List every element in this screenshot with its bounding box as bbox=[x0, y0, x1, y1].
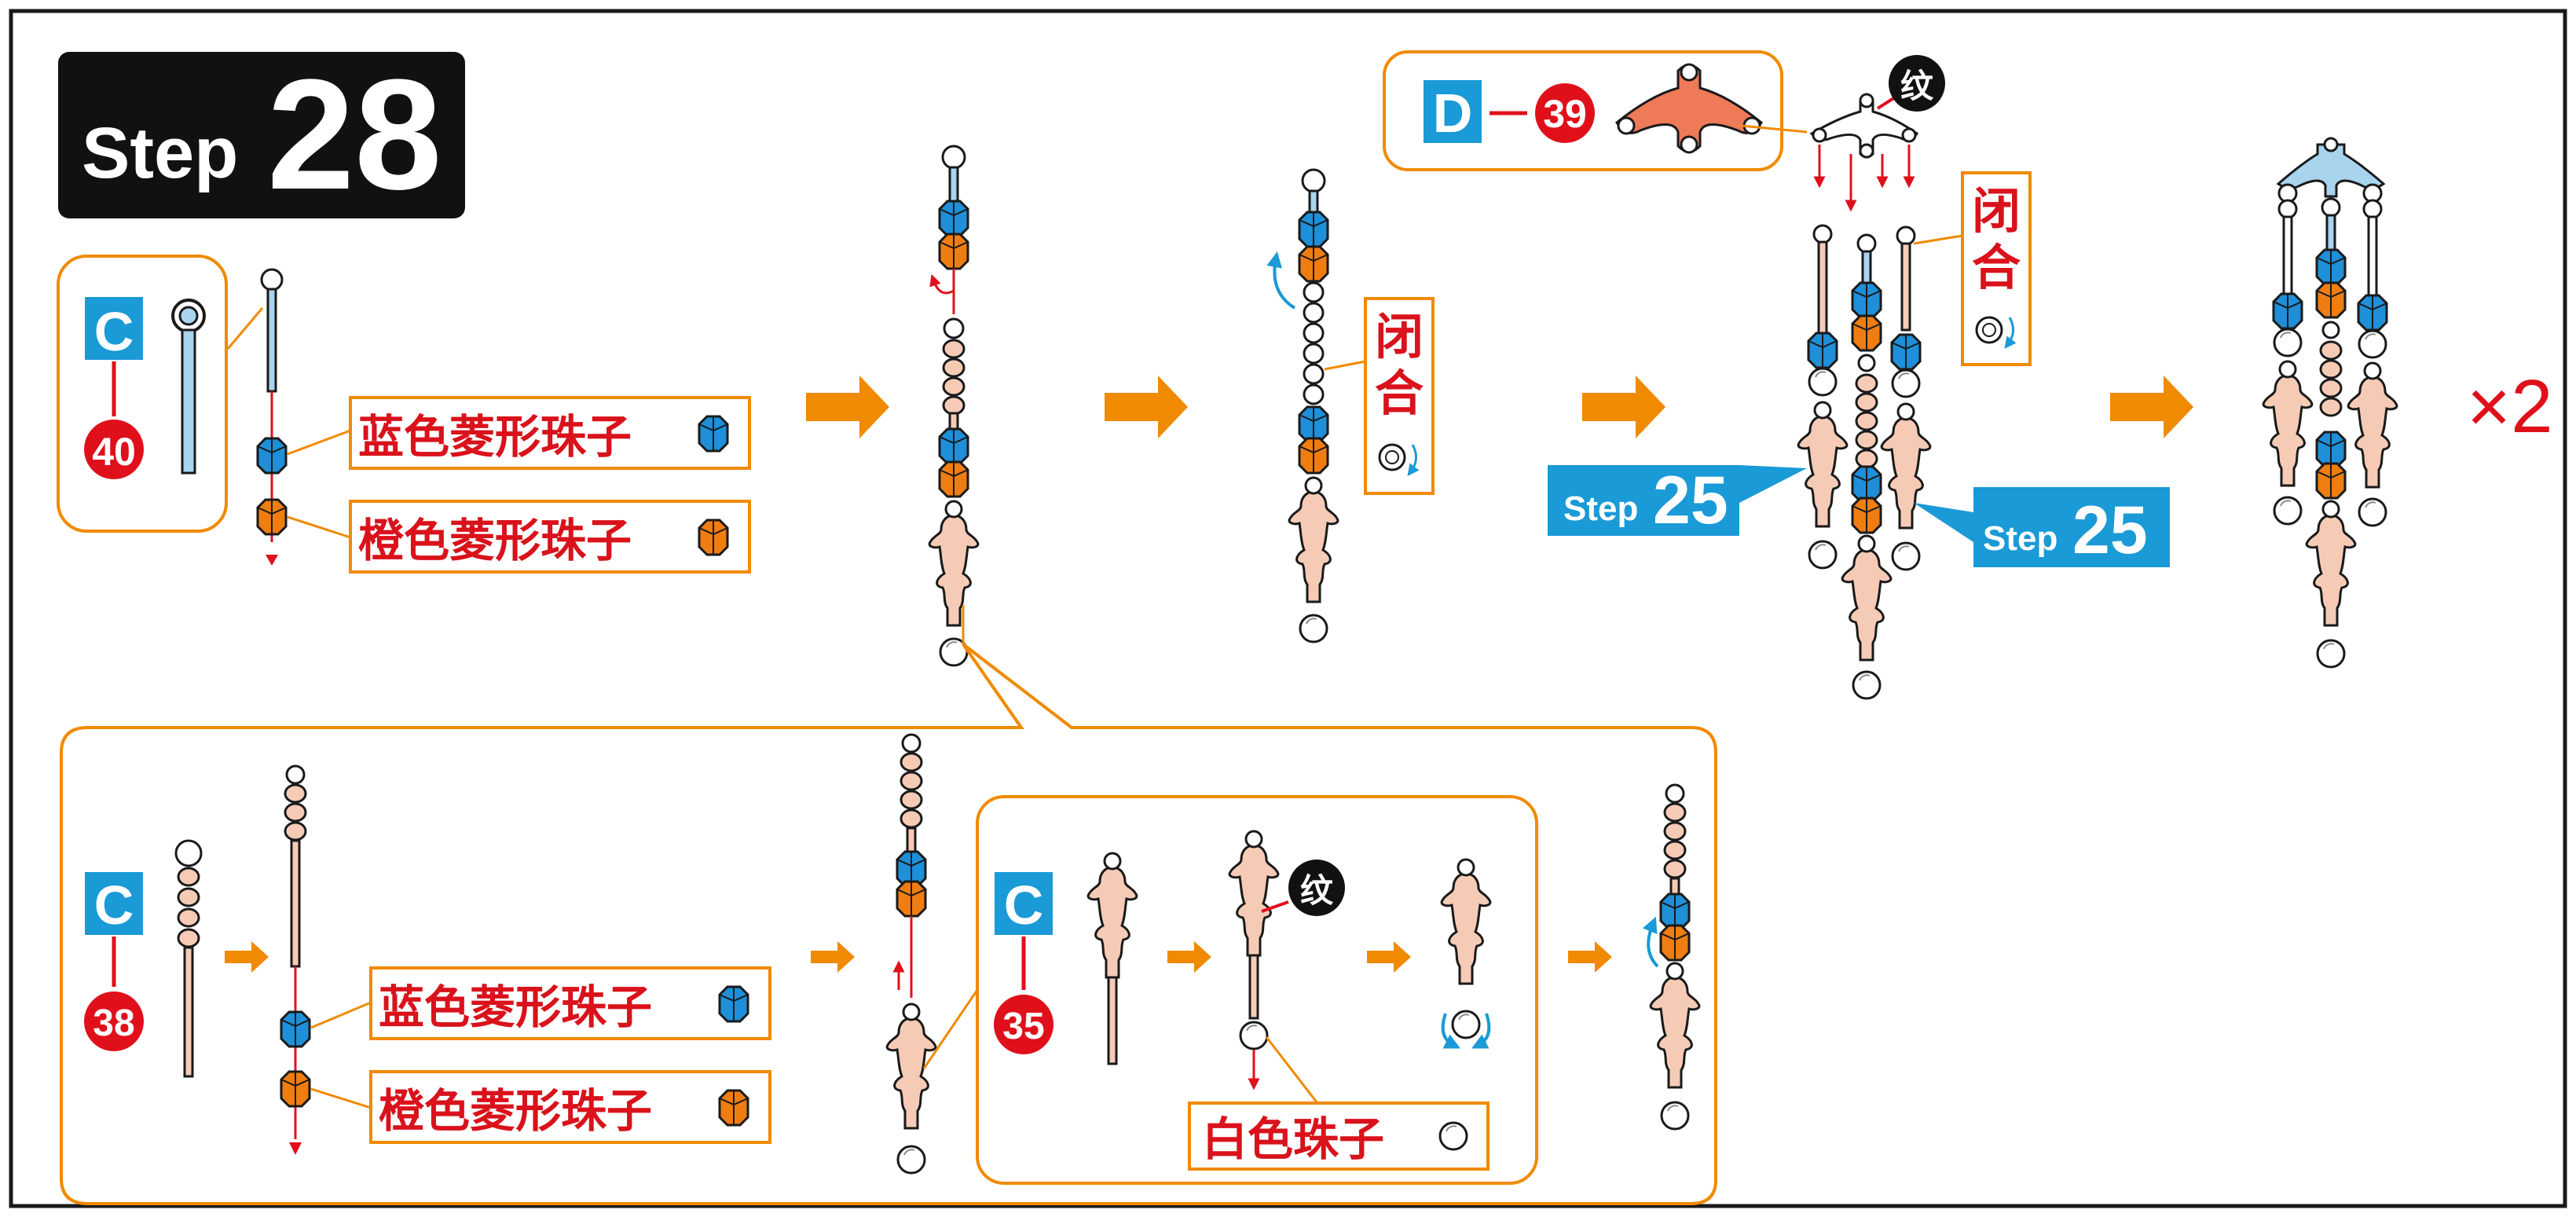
arrow-small-3 bbox=[1167, 941, 1211, 973]
step25-prefix-right: Step bbox=[1983, 519, 2058, 558]
arrow-1 bbox=[806, 376, 889, 438]
assembly-3 bbox=[1266, 168, 1339, 643]
label-close-2: 闭 合 bbox=[1913, 171, 2032, 366]
panel-c40: C 40 bbox=[57, 255, 228, 533]
step-number: 28 bbox=[267, 47, 442, 222]
step-prefix: Step bbox=[82, 113, 238, 193]
final-assembly bbox=[2262, 137, 2398, 669]
panel-bottom bbox=[60, 605, 1717, 1205]
step25-prefix-left: Step bbox=[1563, 489, 1638, 528]
assembly-6 bbox=[1228, 830, 1280, 1091]
page-frame bbox=[9, 9, 2567, 1208]
arrow-small-2 bbox=[811, 941, 855, 973]
close-ring-icon bbox=[1378, 443, 1420, 477]
label-white-bead: 白色珠子 bbox=[1188, 1036, 1490, 1171]
step25-callout-right: Step 25 bbox=[1914, 487, 2170, 568]
close-text-bottom-1: 合 bbox=[1375, 365, 1424, 422]
pattern-badge-1: 纹 bbox=[1876, 55, 1945, 112]
assembly-4 bbox=[1740, 93, 1932, 700]
label-orange-bead-2: 橙色菱形珠子 bbox=[310, 1070, 771, 1144]
label-blue-bead-2: 蓝色菱形珠子 bbox=[310, 966, 771, 1040]
arrow-small-1 bbox=[225, 941, 269, 973]
panel-d39: D 39 bbox=[1383, 50, 1783, 171]
part-number-40: 40 bbox=[92, 430, 136, 474]
label-close-1: 闭 合 bbox=[1324, 297, 1435, 495]
label-orange-bead-1: 橙色菱形珠子 bbox=[287, 500, 751, 574]
step25-callout-left: Step 25 bbox=[1548, 463, 1807, 538]
arrow-2 bbox=[1105, 376, 1188, 438]
white-bead-text: 白色珠子 bbox=[1202, 1113, 1384, 1166]
assembly-8 bbox=[1642, 783, 1701, 1131]
arrow-3 bbox=[1582, 376, 1665, 438]
assembly-5 bbox=[885, 733, 937, 1175]
part-letter-c: C bbox=[94, 301, 134, 362]
panel-c35: C 35 bbox=[922, 795, 1538, 1185]
arrow-small-5 bbox=[1568, 941, 1612, 973]
blue-bead-text-2: 蓝色菱形珠子 bbox=[379, 981, 652, 1034]
part-letter-c38: C bbox=[94, 874, 134, 936]
step-badge: Step 28 bbox=[58, 47, 465, 222]
assembly-7 bbox=[1440, 858, 1492, 1049]
close-ring-icon-2 bbox=[1975, 316, 2017, 350]
assembly-2 bbox=[928, 145, 980, 667]
orange-bead-text: 橙色菱形珠子 bbox=[358, 514, 632, 567]
part-number-35: 35 bbox=[1002, 1006, 1044, 1047]
part-letter-d: D bbox=[1433, 82, 1473, 144]
part-number-38: 38 bbox=[93, 1003, 134, 1044]
part-letter-c35: C bbox=[1004, 874, 1044, 936]
panel-c38: C 38 bbox=[84, 839, 203, 1078]
part-number-39: 39 bbox=[1543, 92, 1587, 136]
pattern-text-1: 纹 bbox=[1900, 68, 1934, 104]
arrow-4 bbox=[2110, 376, 2193, 438]
close-text-top-2: 闭 bbox=[1972, 182, 2021, 240]
d39-connector-piece bbox=[1615, 63, 1763, 154]
multiplier-text: ×2 bbox=[2467, 365, 2552, 449]
close-text-bottom-2: 合 bbox=[1972, 239, 2021, 296]
label-blue-bead-1: 蓝色菱形珠子 bbox=[287, 396, 751, 470]
pin-with-beads-2 bbox=[280, 764, 311, 1155]
pattern-text-2: 纹 bbox=[1300, 872, 1334, 909]
step25-number-right: 25 bbox=[2072, 493, 2148, 568]
pattern-badge-2: 纹 bbox=[1261, 860, 1345, 916]
orange-bead-text-2: 橙色菱形珠子 bbox=[379, 1084, 652, 1138]
step25-number-left: 25 bbox=[1653, 463, 1728, 538]
pin-with-beads-1 bbox=[226, 268, 288, 566]
close-text-top-1: 闭 bbox=[1375, 308, 1424, 365]
blue-bead-text: 蓝色菱形珠子 bbox=[358, 410, 632, 464]
arrow-small-4 bbox=[1367, 941, 1411, 973]
